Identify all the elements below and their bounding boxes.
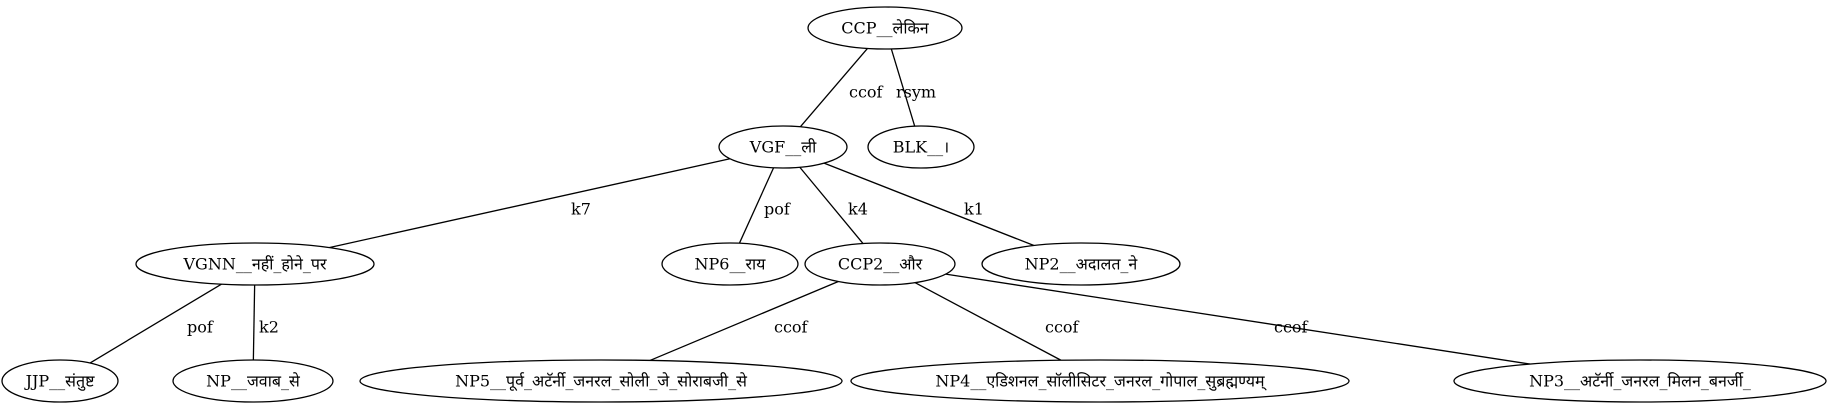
edge-vgf-np6: [738, 167, 775, 244]
node-label-vgf: VGF__ली: [749, 138, 817, 157]
node-label-np4: NP4__एडिशनल_सॉलीसिटर_जनरल_गोपाल_सुब्रह्म…: [935, 372, 1267, 392]
node-ccp2: CCP2__और: [804, 242, 956, 286]
edge-vgf-np2: [823, 162, 1035, 247]
node-blk: BLK__।: [867, 125, 975, 169]
node-np2: NP2__अदालत_ने: [981, 242, 1181, 286]
node-ellipse-np: [172, 359, 334, 403]
edge-ccp2-np3: [945, 273, 1531, 365]
node-label-np2: NP2__अदालत_ने: [1025, 255, 1139, 274]
edge-vgnn-jjp: [89, 283, 222, 364]
node-label-np3: NP3__अटॅर्नी_जनरल_मिलन_बनर्जी_: [1529, 372, 1751, 391]
edge-label-ccp2-np5: ccof: [774, 318, 809, 337]
node-vgnn: VGNN__नहीं_होने_पर: [135, 242, 375, 286]
node-label-np6: NP6__राय: [695, 255, 767, 274]
edge-label-ccp2-np4: ccof: [1045, 318, 1080, 337]
edge-label-vgf-ccp2: k4: [848, 200, 868, 219]
node-ellipse-np3: [1453, 359, 1827, 403]
node-np3: NP3__अटॅर्नी_जनरल_मिलन_बनर्जी_: [1453, 359, 1827, 403]
edges-layer: ccof rsym k7 pof k4 k1 pof k2 ccof ccof ccof: [89, 48, 1531, 365]
node-ellipse-ccp: [807, 6, 963, 50]
edge-ccp-blk: [890, 48, 916, 127]
node-np5: NP5__पूर्व_अटॅर्नी_जनरल_सोली_जे_सोराबजी_…: [359, 359, 843, 403]
node-jjp: JJP__संतुष्ट: [1, 359, 119, 403]
edge-label-vgnn-np: k2: [259, 318, 279, 337]
node-label-np5: NP5__पूर्व_अटॅर्नी_जनरल_सोली_जे_सोराबजी_…: [455, 372, 748, 392]
node-ellipse-vgf: [718, 125, 848, 169]
node-ellipse-ccp2: [804, 242, 956, 286]
node-ccp: CCP__लेकिन: [807, 6, 963, 50]
edge-ccp2-np4: [914, 282, 1062, 361]
node-np4: NP4__एडिशनल_सॉलीसिटर_जनरल_गोपाल_सुब्रह्म…: [850, 359, 1350, 403]
edge-label-vgf-vgnn: k7: [571, 200, 591, 219]
edge-vgnn-np: [252, 284, 256, 361]
edge-ccp-vgf: [799, 48, 868, 128]
edge-label-ccp-vgf: ccof: [849, 83, 884, 102]
node-ellipse-np6: [661, 242, 799, 286]
edge-label-vgf-np2: k1: [964, 200, 984, 219]
node-label-np: NP__जवाब_से: [206, 372, 301, 391]
node-label-vgnn: VGNN__नहीं_होने_पर: [182, 255, 326, 274]
node-ellipse-np5: [359, 359, 843, 403]
edge-vgf-vgnn: [328, 158, 731, 249]
node-ellipse-np4: [850, 359, 1350, 403]
node-vgf: VGF__ली: [718, 125, 848, 169]
nodes-layer: CCP__लेकिन VGF__ली BLK__। VGNN__नहीं_होने_प…: [1, 6, 1827, 403]
node-label-ccp: CCP__लेकिन: [841, 19, 930, 38]
edge-vgf-ccp2: [799, 166, 864, 244]
node-np6: NP6__राय: [661, 242, 799, 286]
node-ellipse-jjp: [1, 359, 119, 403]
node-label-jjp: JJP__संतुष्ट: [24, 372, 96, 392]
node-ellipse-blk: [867, 125, 975, 169]
edge-label-ccp-blk: rsym: [896, 83, 936, 102]
edge-label-ccp2-np3: ccof: [1274, 318, 1309, 337]
edge-ccp2-np5: [649, 280, 839, 362]
edge-label-vgf-np6: pof: [764, 200, 791, 219]
node-label-ccp2: CCP2__और: [838, 255, 923, 274]
node-np: NP__जवाब_से: [172, 359, 334, 403]
node-ellipse-vgnn: [135, 242, 375, 286]
node-label-blk: BLK__।: [893, 138, 949, 157]
edge-label-vgnn-jjp: pof: [187, 318, 214, 337]
node-ellipse-np2: [981, 242, 1181, 286]
